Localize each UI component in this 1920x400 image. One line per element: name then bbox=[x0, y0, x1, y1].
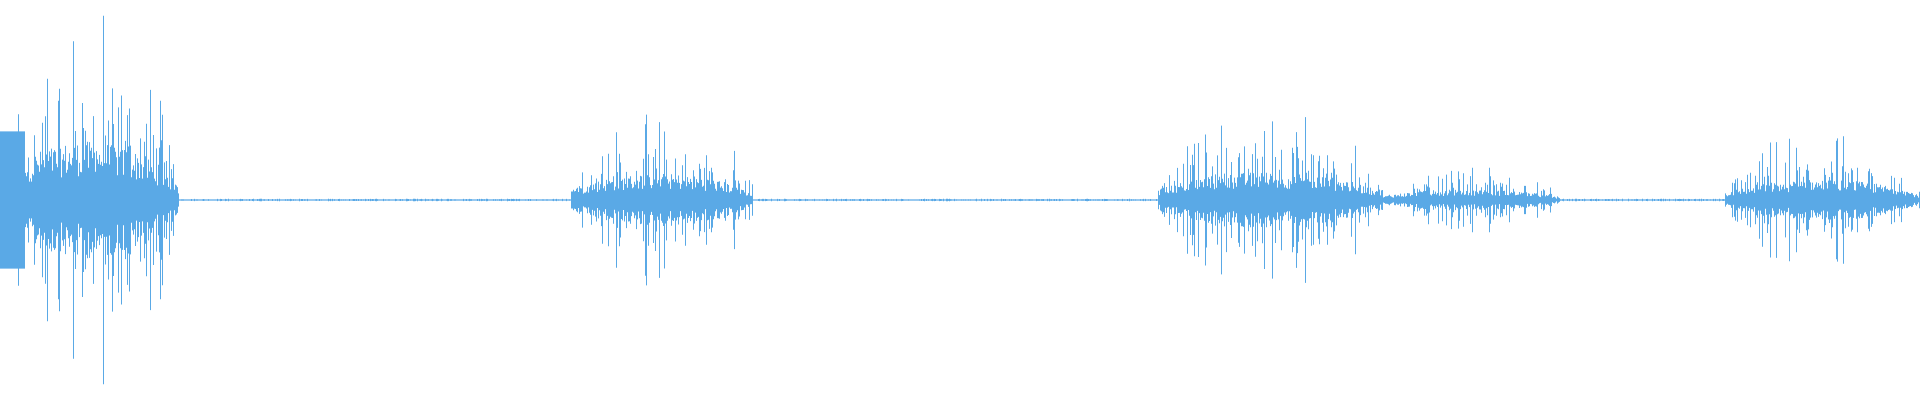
waveform-path bbox=[0, 15, 1920, 385]
waveform-bars bbox=[0, 15, 1920, 385]
